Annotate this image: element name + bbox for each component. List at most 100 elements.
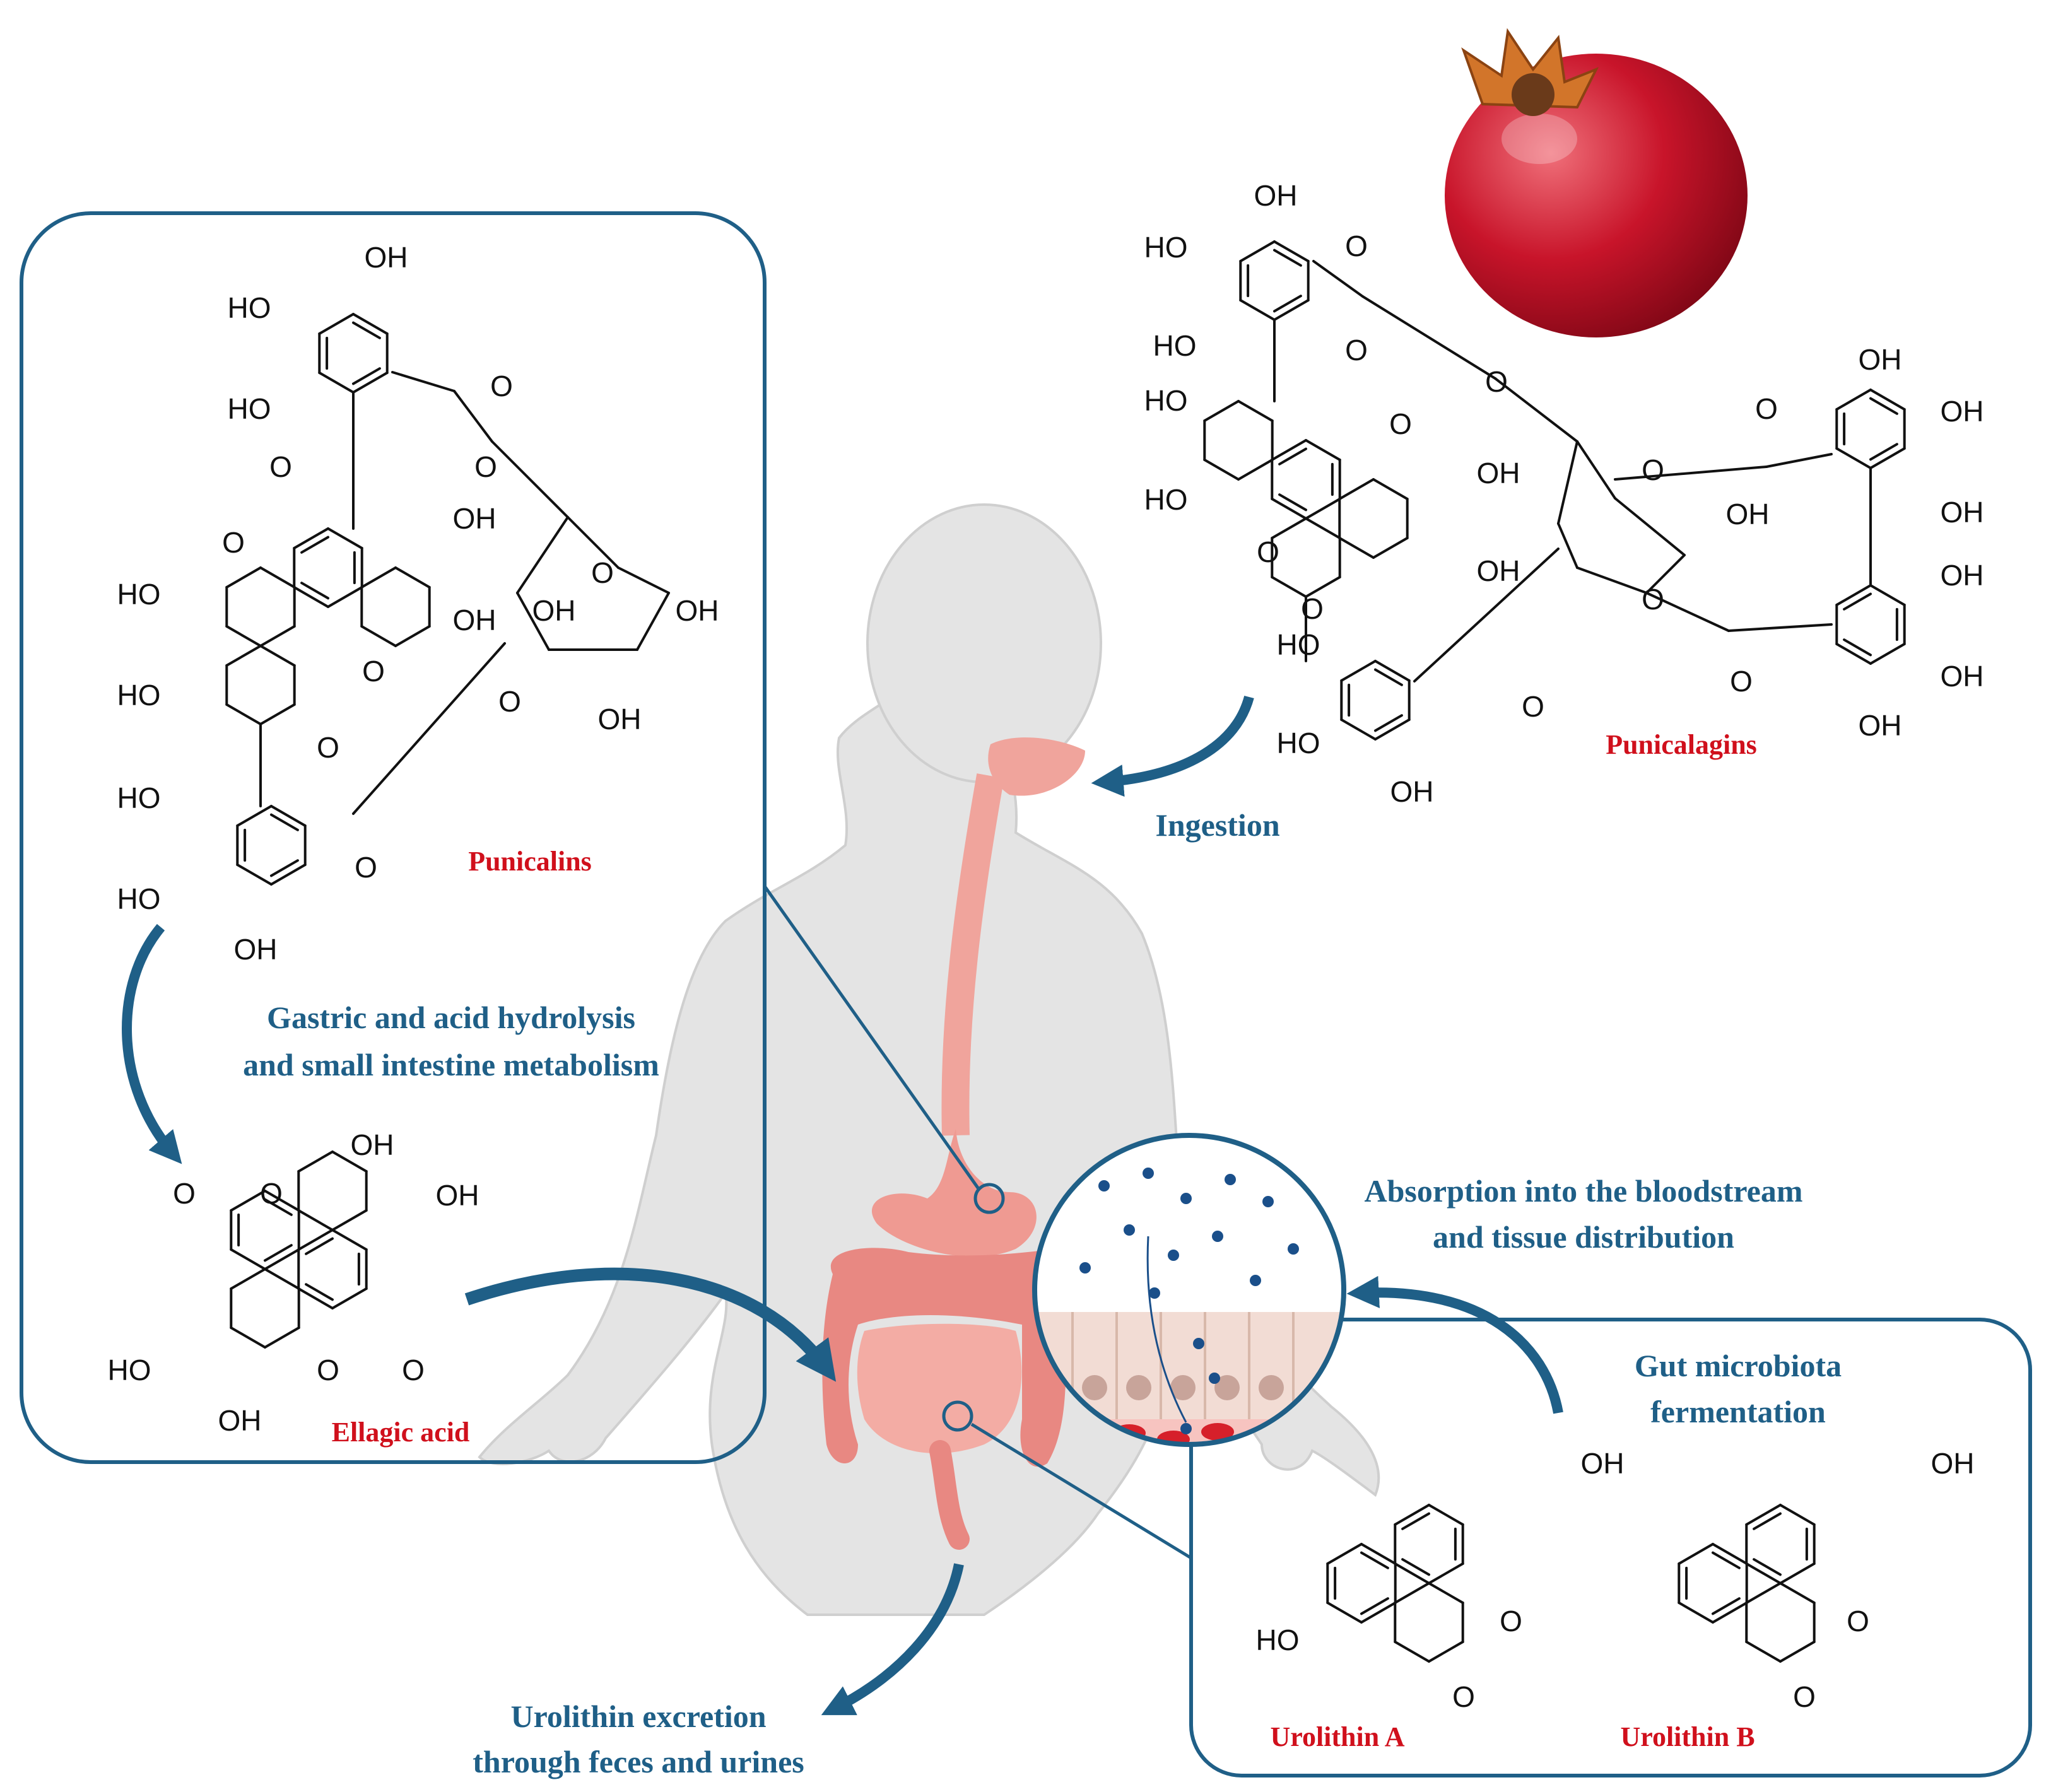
- pomegranate-fruit: [1445, 28, 1748, 337]
- atom-label-ho: HO: [1144, 384, 1188, 417]
- absorption-zoom-circle: [1032, 1133, 1346, 1447]
- ingestion-arrow: [1091, 695, 1254, 797]
- caption-gut-line2: fermentation: [1650, 1394, 1826, 1429]
- atom-label-oh: OH: [453, 604, 497, 636]
- to-intestine-arrow: [464, 1267, 837, 1382]
- atom-label-ho: HO: [228, 291, 271, 324]
- excretion-arrow: [821, 1563, 964, 1716]
- atom-label-oh: OH: [453, 502, 497, 535]
- absorption-arrow: [1346, 1275, 1563, 1414]
- atom-label-o: O: [1500, 1605, 1522, 1637]
- frame-connector-intestine: [970, 1422, 1192, 1560]
- atom-label-o: O: [474, 450, 497, 483]
- caption-gut-line1: Gut microbiota: [1635, 1348, 1842, 1383]
- caption-absorption-line1: Absorption into the bloodstream: [1365, 1173, 1803, 1209]
- large-intestine: [822, 1248, 1074, 1467]
- stomach: [871, 1129, 1037, 1257]
- caption-absorption-line2: and tissue distribution: [1433, 1219, 1734, 1255]
- atom-label-oh: OH: [1390, 775, 1434, 808]
- intestine-marker: [942, 1400, 973, 1432]
- frame-connector-stomach: [763, 885, 981, 1191]
- label-punicalagins: Punicalagins: [1606, 729, 1757, 760]
- atom-label-o: O: [402, 1354, 425, 1386]
- atom-label-ho: HO: [117, 578, 161, 611]
- caption-excretion-line2: through feces and urines: [473, 1744, 804, 1779]
- caption-ingestion: Ingestion: [1155, 807, 1279, 843]
- atom-label-o: O: [1847, 1605, 1869, 1637]
- atom-label-oh: OH: [1859, 343, 1902, 376]
- atom-label-o: O: [1389, 407, 1412, 440]
- atom-label-oh: OH: [1859, 709, 1902, 742]
- atom-label-oh: OH: [1254, 179, 1298, 212]
- structure-urolithin-a: OH HO O O: [1256, 1447, 1625, 1713]
- head: [866, 503, 1102, 783]
- esophagus: [941, 773, 1004, 1136]
- atom-label-oh: OH: [532, 594, 576, 627]
- label-punicalins: Punicalins: [468, 846, 592, 877]
- atom-label-o: O: [1642, 454, 1664, 486]
- atom-label-ho: HO: [117, 679, 161, 712]
- atom-label-oh: OH: [676, 594, 719, 627]
- atom-label-oh: OH: [1477, 457, 1520, 489]
- atom-label-o: O: [317, 731, 339, 764]
- mouth-cavity: [988, 737, 1085, 796]
- atom-label-o: O: [173, 1177, 196, 1210]
- atom-label-o: O: [355, 851, 377, 884]
- atom-label-o: O: [1257, 536, 1279, 568]
- atom-label-o: O: [1485, 365, 1508, 398]
- atom-label-ho: HO: [1277, 628, 1320, 661]
- pomegranate-crown: [1461, 28, 1599, 109]
- atom-label-o: O: [260, 1177, 283, 1210]
- structure-ellagic-acid: O O O O OH OH HO OH: [108, 1128, 479, 1437]
- atom-label-oh: OH: [1726, 498, 1770, 530]
- structure-punicalagins: OHHOHOOOOOHOHOOHOHOOHOHOOHOOOHOOOOHOHOHO…: [1144, 179, 1984, 808]
- stomach-marker: [973, 1183, 1005, 1214]
- hydrolysis-arrow: [122, 923, 182, 1164]
- caption-gastric-line1: Gastric and acid hydrolysis: [267, 1000, 635, 1035]
- atom-label-o: O: [1452, 1680, 1475, 1713]
- colon-frame: [1189, 1318, 2032, 1777]
- atom-label-ho: HO: [117, 782, 161, 814]
- atom-label-oh: OH: [598, 703, 642, 735]
- atom-label-ho: HO: [1256, 1624, 1300, 1656]
- atom-label-ho: HO: [1277, 727, 1320, 759]
- atom-label-o: O: [317, 1354, 339, 1386]
- atom-label-oh: OH: [218, 1404, 262, 1437]
- label-urolithin-b: Urolithin B: [1620, 1721, 1754, 1752]
- atom-label-o: O: [1730, 665, 1753, 698]
- caption-gastric-line2: and small intestine metabolism: [243, 1047, 659, 1082]
- atom-label-o: O: [1345, 230, 1368, 262]
- atom-label-o: O: [269, 450, 292, 483]
- label-ellagic-acid: Ellagic acid: [332, 1417, 470, 1448]
- atom-label-o: O: [222, 526, 245, 559]
- atom-label-o: O: [1345, 334, 1368, 366]
- atom-label-o: O: [1793, 1680, 1816, 1713]
- rectum: [929, 1440, 970, 1550]
- atom-label-oh: OH: [1581, 1447, 1625, 1480]
- atom-label-o: O: [591, 556, 614, 589]
- atom-label-oh: OH: [351, 1128, 394, 1161]
- atom-label-oh: OH: [1941, 559, 1984, 592]
- atom-label-ho: HO: [1144, 231, 1188, 264]
- small-intestine-frame: [20, 211, 767, 1464]
- atom-label-o: O: [490, 370, 513, 402]
- atom-label-o: O: [498, 685, 521, 718]
- atom-label-oh: OH: [1941, 395, 1984, 428]
- atom-label-oh: OH: [1931, 1447, 1975, 1480]
- atom-label-ho: HO: [1153, 329, 1197, 362]
- atom-label-oh: OH: [436, 1179, 479, 1212]
- atom-label-ho: HO: [108, 1354, 151, 1386]
- small-intestine: [857, 1323, 1022, 1454]
- atom-label-oh: OH: [1941, 660, 1984, 693]
- atom-label-o: O: [1522, 690, 1544, 723]
- structure-urolithin-b: OH O O: [1678, 1447, 1975, 1713]
- atom-label-ho: HO: [1144, 483, 1188, 516]
- atom-label-oh: OH: [1477, 554, 1520, 587]
- atom-label-o: O: [1301, 592, 1324, 625]
- atom-label-o: O: [1755, 392, 1778, 425]
- atom-label-oh: OH: [365, 241, 408, 274]
- atom-label-o: O: [1642, 583, 1664, 616]
- atom-label-ho: HO: [117, 882, 161, 915]
